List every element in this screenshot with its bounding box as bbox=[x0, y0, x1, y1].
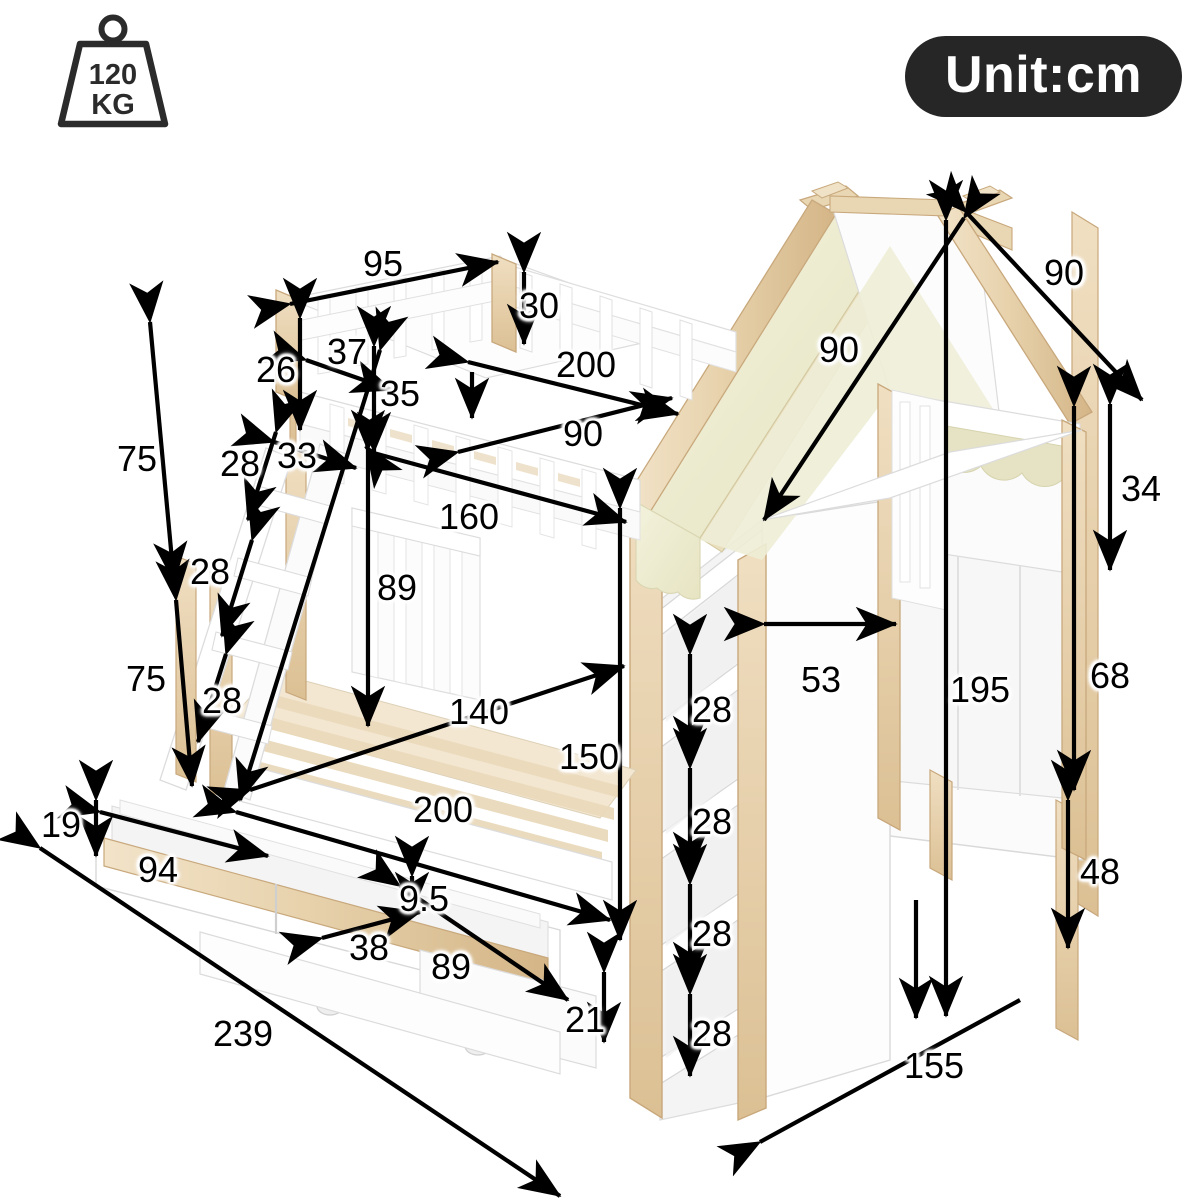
dim-label-90-roof-right: 90 bbox=[1043, 252, 1085, 293]
dim-label-140: 140 bbox=[448, 691, 510, 732]
dim-label-89-drawer: 89 bbox=[430, 946, 472, 987]
dim-label-19: 19 bbox=[40, 804, 82, 845]
dim-label-21: 21 bbox=[564, 999, 606, 1040]
dim-label-38: 38 bbox=[348, 927, 390, 968]
dim-label-35: 35 bbox=[379, 373, 421, 414]
dim-label-90-top: 90 bbox=[562, 413, 604, 454]
dim-label-28-b: 28 bbox=[189, 551, 231, 592]
dim-label-239: 239 bbox=[212, 1013, 274, 1054]
dim-label-150: 150 bbox=[558, 736, 620, 777]
weight-capacity-badge: 120 KG bbox=[48, 14, 178, 132]
dim-label-37: 37 bbox=[326, 331, 368, 372]
dim-label-200-bottom: 200 bbox=[412, 789, 474, 830]
weight-unit: KG bbox=[91, 89, 135, 121]
dim-label-195: 195 bbox=[949, 669, 1011, 710]
dim-label-94: 94 bbox=[137, 849, 179, 890]
dim-label-160: 160 bbox=[438, 496, 500, 537]
dim-label-75-top: 75 bbox=[116, 438, 158, 479]
dim-label-89-vert: 89 bbox=[376, 567, 418, 608]
dim-label-28-a: 28 bbox=[219, 443, 261, 484]
dim-label-75-bottom: 75 bbox=[125, 658, 167, 699]
dim-label-shelf-28-4: 28 bbox=[691, 1013, 733, 1054]
dim-label-28-c: 28 bbox=[201, 680, 243, 721]
dim-label-155: 155 bbox=[903, 1045, 965, 1086]
dim-label-shelf-28-2: 28 bbox=[691, 801, 733, 842]
dim-label-68: 68 bbox=[1089, 655, 1131, 696]
dim-label-shelf-28-3: 28 bbox=[691, 913, 733, 954]
dim-label-shelf-28-1: 28 bbox=[691, 689, 733, 730]
dim-label-95: 95 bbox=[362, 243, 404, 284]
dim-label-48: 48 bbox=[1079, 851, 1121, 892]
dim-label-33: 33 bbox=[276, 435, 318, 476]
dim-label-90-roof-left: 90 bbox=[818, 329, 860, 370]
dim-label-53: 53 bbox=[800, 659, 842, 700]
unit-label: Unit:cm bbox=[944, 46, 1142, 104]
unit-badge: Unit:cm bbox=[904, 36, 1182, 117]
dimension-lines bbox=[0, 170, 1144, 1198]
house-inner-guardrail bbox=[891, 389, 947, 611]
weight-value: 120 bbox=[89, 59, 137, 91]
dim-label-200-top: 200 bbox=[555, 344, 617, 385]
weight-icon: 120 KG bbox=[57, 14, 169, 128]
dim-label-26: 26 bbox=[255, 349, 297, 390]
dim-label-30: 30 bbox=[518, 285, 560, 326]
dim-label-9-5: 9.5 bbox=[398, 878, 450, 919]
dim-label-34: 34 bbox=[1120, 468, 1162, 509]
